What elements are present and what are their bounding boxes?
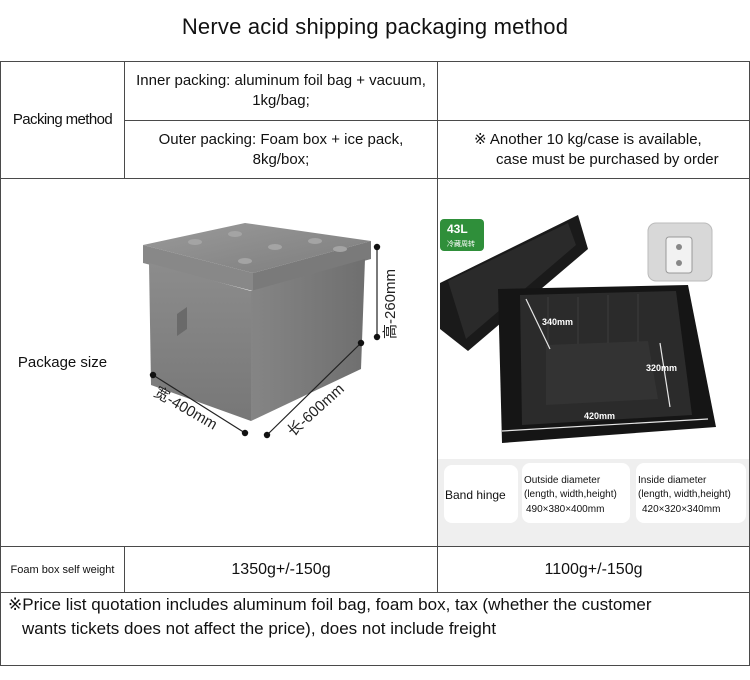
outer-packing-line2: 8kg/box; xyxy=(252,150,310,168)
outer-packing-cell: Outer packing: Foam box + ice pack, 8kg/… xyxy=(125,121,437,178)
inner-packing-line1: Inner packing: aluminum foil bag + vacuu… xyxy=(136,72,426,89)
border-row2-bottom xyxy=(0,546,750,547)
inner-packing-line2: 1kg/bag; xyxy=(252,92,310,109)
weight-left-value: 1350g+/-150g xyxy=(231,560,331,578)
price-note-cell: ※Price list quotation includes aluminum … xyxy=(8,593,748,665)
self-weight-label: Foam box self weight xyxy=(1,547,124,592)
weight-right-cell: 1100g+/-150g xyxy=(438,547,749,592)
order-note-cell: ※ Another 10 kg/case is available, case … xyxy=(438,121,749,178)
dim-340: 340mm xyxy=(542,317,573,327)
band-hinge-label: Band hinge xyxy=(445,488,506,502)
border-bottom xyxy=(0,665,750,666)
weight-right-value: 1100g+/-150g xyxy=(544,560,643,578)
package-size-label: Package size xyxy=(1,179,124,546)
outside-diameter-value: 490×380×400mm xyxy=(526,504,604,515)
order-note-line1: ※ Another 10 kg/case is available, xyxy=(474,130,702,148)
border-left xyxy=(0,61,1,666)
border-v2-main xyxy=(437,61,438,593)
price-note-line2: wants tickets does not affect the price)… xyxy=(22,619,497,638)
height-label: 高-260mm xyxy=(382,269,399,339)
package-size-text: Package size xyxy=(17,353,108,371)
border-v1-packing xyxy=(124,61,125,179)
outside-diameter-title: Outside diameter xyxy=(524,475,601,486)
dim-320: 320mm xyxy=(646,363,677,373)
packing-method-label: Packing method xyxy=(1,62,124,178)
self-weight-text: Foam box self weight xyxy=(10,563,115,576)
outer-packing-line1: Outer packing: Foam box + ice pack, xyxy=(158,130,404,148)
border-v1-weight xyxy=(124,546,125,593)
price-note-line1: ※Price list quotation includes aluminum … xyxy=(8,595,652,614)
foam-box-image: 高-260mm 宽-400mm 长-600mm xyxy=(143,223,399,440)
outside-diameter-sub: (length, width,height) xyxy=(524,489,617,500)
page-title: Nerve acid shipping packaging method xyxy=(181,14,569,39)
border-row3-bottom xyxy=(0,592,750,593)
black-box-image: 43L 冷藏周转 340mm 320mm 420mm Band hinge Ou… xyxy=(438,215,749,546)
dim-420: 420mm xyxy=(584,411,615,421)
weight-left-cell: 1350g+/-150g xyxy=(125,547,437,592)
capacity-badge: 43L xyxy=(447,222,468,236)
border-top xyxy=(0,61,750,62)
inside-diameter-title: Inside diameter xyxy=(638,475,707,486)
border-row1-bottom xyxy=(0,178,750,179)
inner-packing-cell: Inner packing: aluminum foil bag + vacuu… xyxy=(125,62,437,120)
capacity-badge-sub: 冷藏周转 xyxy=(447,239,475,248)
packing-method-text: Packing method xyxy=(12,111,113,128)
inside-diameter-value: 420×320×340mm xyxy=(642,504,720,515)
inside-diameter-sub: (length, width,height) xyxy=(638,489,731,500)
order-note-line2: case must be purchased by order xyxy=(496,150,719,168)
